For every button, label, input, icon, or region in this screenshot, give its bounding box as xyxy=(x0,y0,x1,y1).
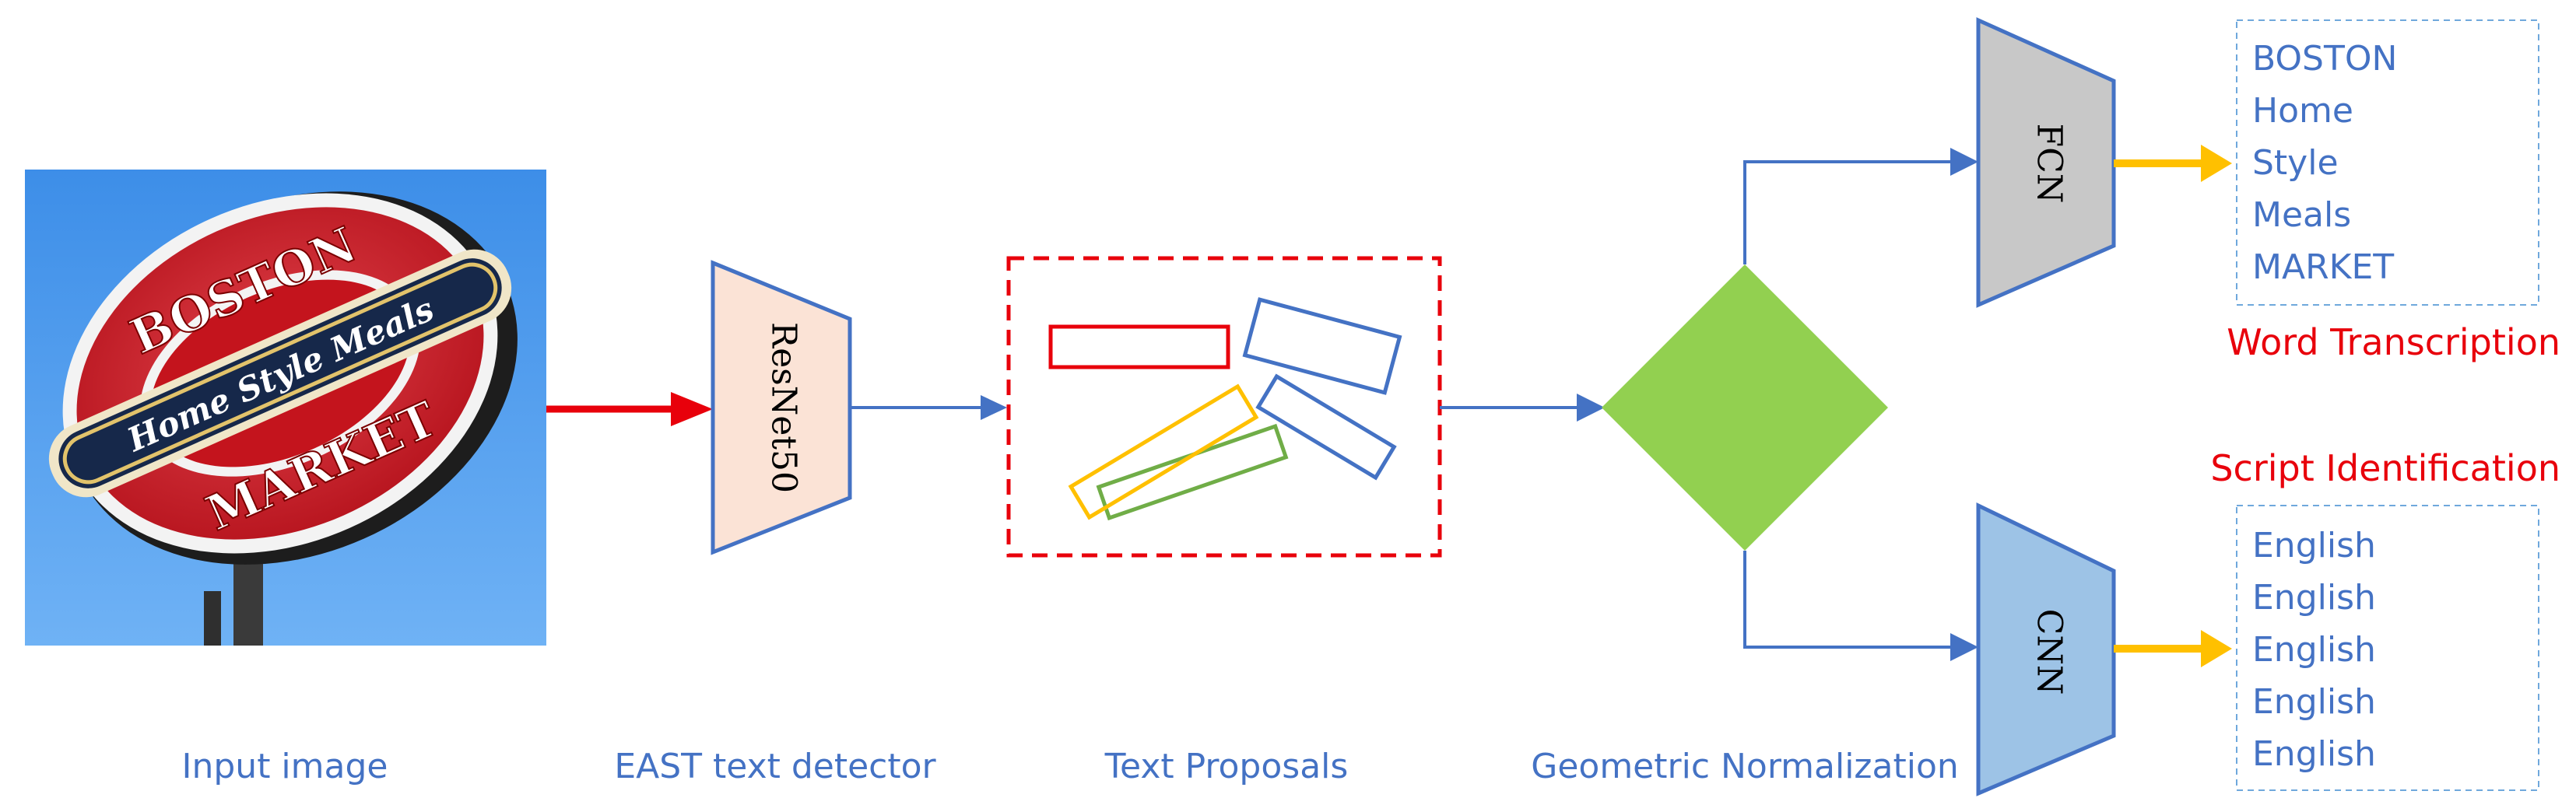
script-list: English English English English English xyxy=(2252,526,2376,774)
resnet50-label: ResNet50 xyxy=(764,322,804,493)
resnet50-block: ResNet50 xyxy=(711,260,852,555)
cnn-output-arrow xyxy=(2114,630,2232,667)
fcn-output-arrow xyxy=(2114,145,2232,182)
input-image-caption: Input image xyxy=(182,747,388,786)
proposals-to-normalization-arrow xyxy=(1440,394,1605,422)
normalization-caption: Geometric Normalization xyxy=(1531,747,1959,786)
word-item: Home xyxy=(2252,91,2353,131)
cnn-block: CNN xyxy=(1976,502,2116,796)
branch-to-fcn-arrow xyxy=(1743,148,1978,264)
detector-to-proposals-arrow xyxy=(850,395,1007,420)
fcn-block: FCN xyxy=(1976,17,2116,308)
proposal-yellow xyxy=(1068,383,1259,520)
normalization-diamond xyxy=(1602,264,1888,551)
script-item: English xyxy=(2252,526,2376,565)
detector-caption: EAST text detector xyxy=(614,747,936,786)
word-item: Meals xyxy=(2252,195,2351,235)
input-image: Home Style Meals BOSTON MARKET xyxy=(25,170,546,646)
proposal-green xyxy=(1096,423,1289,521)
script-item: English xyxy=(2252,578,2376,618)
proposal-blue-mid xyxy=(1255,373,1397,481)
script-item: English xyxy=(2252,630,2376,670)
text-proposals-box xyxy=(1006,256,1442,558)
cnn-label: CNN xyxy=(2030,609,2069,695)
proposals-caption: Text Proposals xyxy=(1104,747,1349,786)
fcn-label: FCN xyxy=(2030,124,2069,204)
word-item: BOSTON xyxy=(2252,39,2397,79)
word-transcription-title: Word Transcription xyxy=(2227,321,2560,363)
script-item: English xyxy=(2252,734,2376,774)
proposal-blue-top xyxy=(1242,297,1402,395)
word-list: BOSTON Home Style Meals MARKET xyxy=(2252,39,2397,287)
script-identification-title: Script Identification xyxy=(2210,447,2560,489)
proposal-red xyxy=(1048,324,1230,369)
word-item: Style xyxy=(2252,143,2339,183)
branch-to-cnn-arrow xyxy=(1743,551,1978,661)
input-arrow xyxy=(546,392,713,426)
script-item: English xyxy=(2252,682,2376,722)
word-item: MARKET xyxy=(2252,247,2394,287)
